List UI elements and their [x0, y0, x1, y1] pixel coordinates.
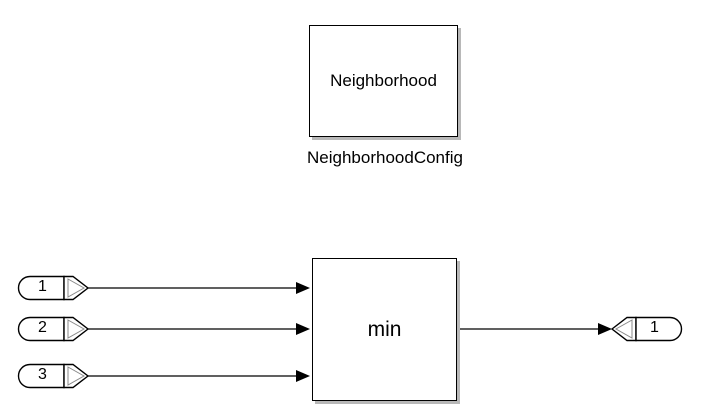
arrowhead-out: [598, 323, 612, 335]
arrowhead-1: [296, 282, 310, 294]
inport-2-label: 2: [38, 319, 47, 336]
min-block[interactable]: min: [312, 258, 457, 401]
neighborhood-block[interactable]: Neighborhood: [309, 25, 458, 137]
neighborhood-block-caption: NeighborhoodConfig: [307, 148, 463, 167]
min-block-label: min: [367, 317, 402, 341]
outport-1-shape: [610, 316, 683, 342]
inport-1-label: 1: [38, 278, 47, 295]
inport-2[interactable]: 2: [17, 316, 90, 342]
inport-3-label: 3: [38, 366, 47, 383]
inport-3-shape: [17, 363, 90, 389]
arrowhead-3: [296, 370, 310, 382]
arrowhead-2: [296, 323, 310, 335]
outport-1[interactable]: 1: [610, 316, 683, 342]
inport-3[interactable]: 3: [17, 363, 90, 389]
inport-1-shape: [17, 275, 90, 301]
inport-1[interactable]: 1: [17, 275, 90, 301]
outport-1-label: 1: [650, 319, 659, 336]
neighborhood-block-label: Neighborhood: [330, 71, 437, 90]
inport-2-shape: [17, 316, 90, 342]
